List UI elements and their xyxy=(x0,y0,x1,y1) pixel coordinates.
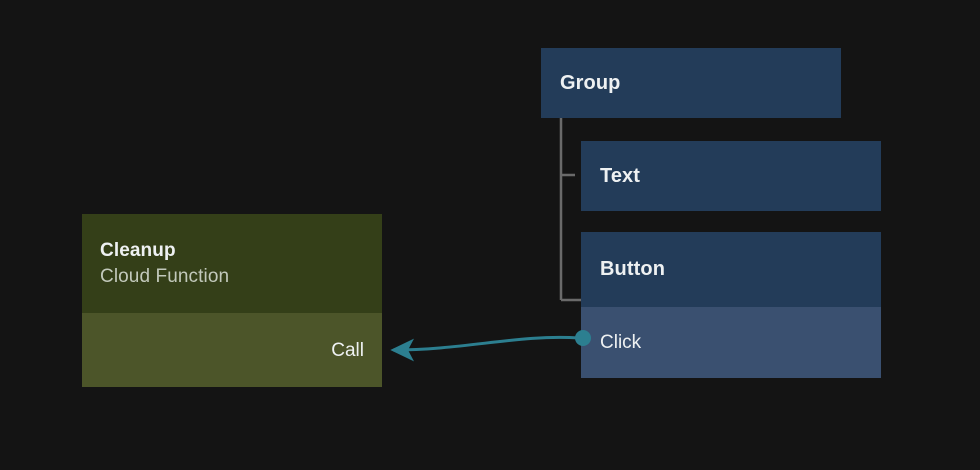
node-group[interactable]: Group xyxy=(541,48,841,118)
node-text[interactable]: Text xyxy=(581,141,881,211)
port-call-label: Call xyxy=(331,339,364,361)
node-group-title: Group xyxy=(560,71,621,94)
node-text-title: Text xyxy=(600,164,641,187)
node-button-header: Button xyxy=(581,232,881,307)
node-button[interactable]: Button Click xyxy=(581,232,881,378)
node-group-header: Group xyxy=(541,48,841,118)
edge-path xyxy=(390,335,580,362)
port-call[interactable]: Call xyxy=(82,313,382,387)
node-cleanup-header: Cleanup Cloud Function xyxy=(82,214,382,313)
node-cleanup-subtitle: Cloud Function xyxy=(100,265,230,287)
node-cleanup[interactable]: Cleanup Cloud Function Call xyxy=(82,214,382,387)
port-click-label: Click xyxy=(600,332,642,353)
node-cleanup-title: Cleanup xyxy=(100,240,176,262)
port-click[interactable]: Click xyxy=(581,307,881,378)
node-text-header: Text xyxy=(581,141,881,211)
node-button-title: Button xyxy=(600,258,666,281)
